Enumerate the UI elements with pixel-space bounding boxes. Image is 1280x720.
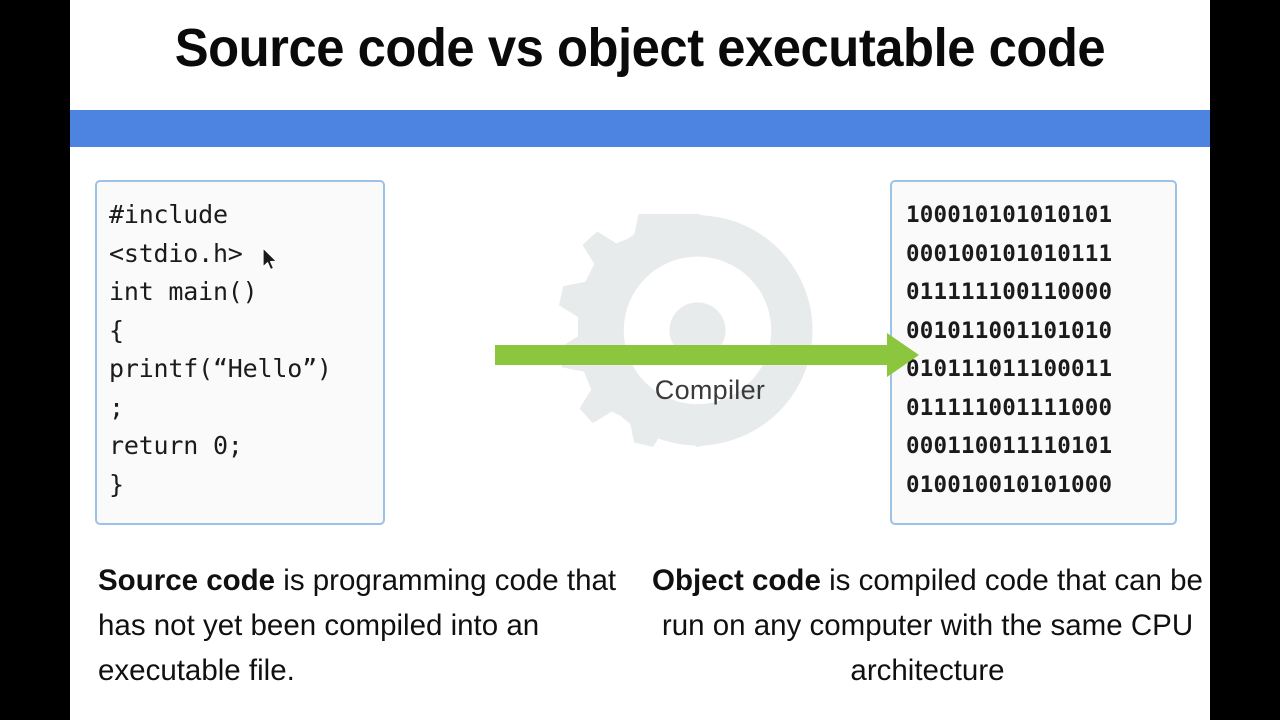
gear-icon xyxy=(550,185,845,520)
page-title: Source code vs object executable code xyxy=(174,18,1106,78)
object-caption-bold-lead: Object code xyxy=(652,564,821,597)
object-code-line: 000110011110101 xyxy=(906,433,1113,459)
object-code-caption: Object code is compiled code that can be… xyxy=(650,558,1205,693)
source-code-caption: Source code is programming code that has… xyxy=(98,558,638,693)
source-code-line: <stdio.h> xyxy=(109,238,243,268)
source-code-line: int main() xyxy=(109,277,258,306)
compile-arrow-icon xyxy=(495,331,920,379)
source-code-line: ; xyxy=(109,392,124,422)
object-code-panel: 100010101010101 000100101010111 01111110… xyxy=(890,180,1177,525)
object-code-line: 001011001101010 xyxy=(906,317,1113,344)
source-caption-text: is programming code that has not yet bee… xyxy=(98,564,617,687)
title-area: Source code vs object executable code xyxy=(70,0,1210,96)
compiler-label: Compiler xyxy=(654,375,766,405)
object-code-line: 010010010101000 xyxy=(906,471,1113,498)
object-code-line: 010111011100011 xyxy=(906,356,1113,382)
accent-divider-bar xyxy=(70,110,1210,147)
object-code-line: 100010101010101 xyxy=(906,202,1113,228)
source-code-line: return 0; xyxy=(109,431,243,460)
object-code-line: 011111001111000 xyxy=(906,394,1113,421)
compiler-group: Compiler xyxy=(495,185,925,530)
source-code-line: #include xyxy=(109,200,228,229)
source-code-panel: #include <stdio.h> int main() { printf(“… xyxy=(95,180,385,525)
source-code-line: } xyxy=(109,469,124,499)
object-code-line: 000100101010111 xyxy=(906,240,1113,267)
object-caption-text: is compiled code that can be run on any … xyxy=(661,564,1203,687)
object-code-line: 011111100110000 xyxy=(906,279,1113,305)
slide-canvas: Source code vs object executable code #i… xyxy=(70,0,1210,720)
source-code-line: { xyxy=(109,315,124,345)
source-caption-bold-lead: Source code xyxy=(98,564,276,597)
source-code-line: printf(“Hello”) xyxy=(109,354,332,383)
